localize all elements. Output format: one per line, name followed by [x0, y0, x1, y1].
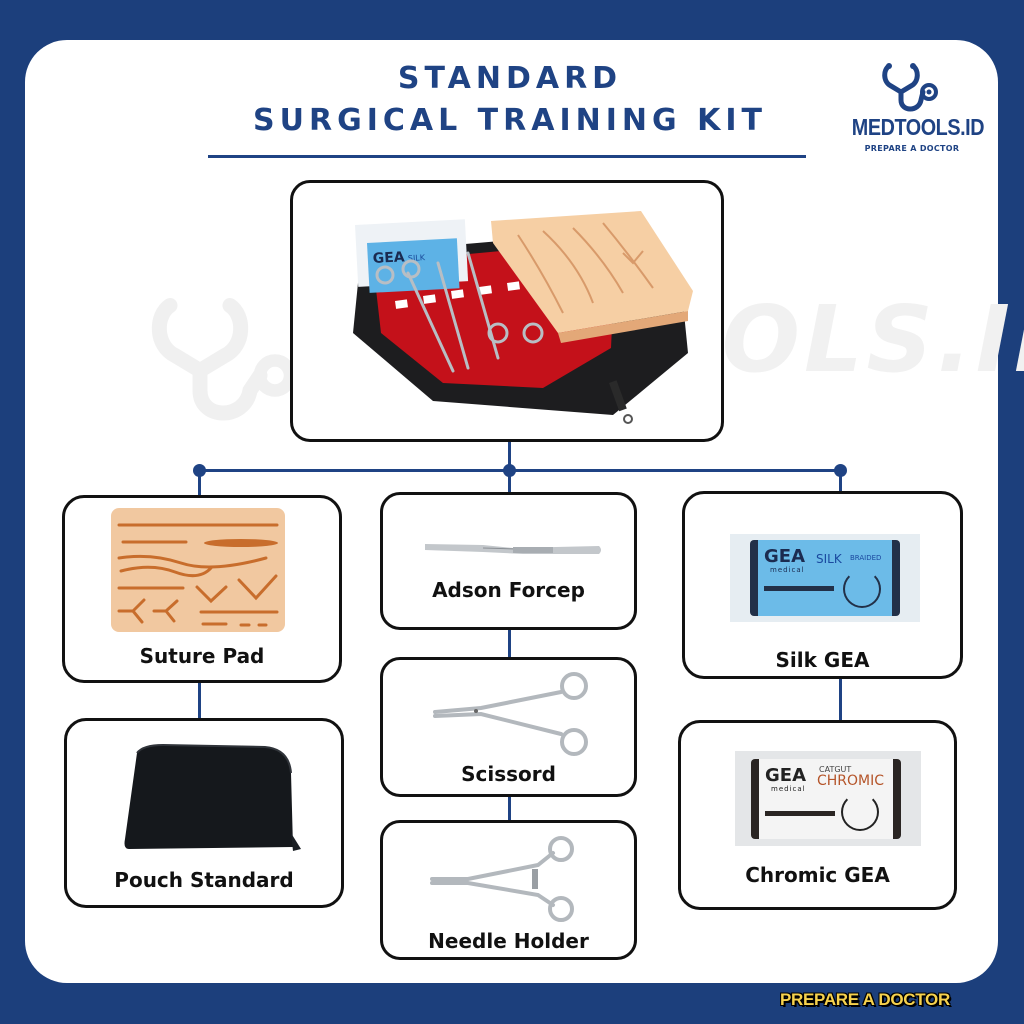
svg-text:SILK: SILK: [408, 253, 426, 263]
footer-slogan: PREPARE A DOCTOR: [780, 990, 950, 1009]
pouch-photo: [124, 743, 301, 851]
connector-center-mid: [508, 628, 511, 660]
surgical-kit-photo: GEA SILK: [353, 211, 693, 424]
chromic-gea-pack-photo: GEA medical CATGUT CHROMIC: [735, 751, 921, 846]
scissors-photo: [433, 672, 588, 756]
item-label: Adson Forcep: [432, 578, 585, 602]
brand-name: MEDTOOLS.ID: [851, 114, 985, 140]
item-label: Chromic GEA: [745, 863, 890, 887]
connector-left-lower: [198, 680, 201, 722]
item-label: Scissord: [461, 762, 556, 786]
title-line-1: STANDARD: [397, 61, 623, 96]
brand-logo: MEDTOOLS.ID PREPARE A DOCTOR: [842, 60, 985, 165]
page-title: STANDARD SURGICAL TRAINING KIT: [200, 58, 820, 142]
connector-right-lower: [839, 678, 842, 722]
connector-hero-down: [508, 440, 511, 470]
connector-right-down: [839, 470, 842, 494]
connector-dot-right: [834, 464, 847, 477]
watermark-stethoscope-icon: [151, 298, 297, 421]
item-label: Needle Holder: [428, 929, 589, 953]
svg-text:GEA: GEA: [372, 249, 405, 267]
hero-kit-box: GEA SILK: [290, 180, 724, 442]
item-label: Suture Pad: [139, 644, 265, 668]
item-box-silk-gea: GEA medical SILK BRAIDED Silk GEA: [682, 491, 963, 679]
stethoscope-icon: [882, 63, 938, 112]
brand-tagline: PREPARE A DOCTOR: [864, 144, 960, 153]
silk-gea-pack-photo: GEA medical SILK BRAIDED: [730, 534, 920, 622]
item-box-scissors: Scissord: [380, 657, 637, 797]
pack-brand: GEA: [765, 765, 807, 786]
connector-left-down: [198, 470, 201, 498]
connector-dot-left: [193, 464, 206, 477]
needle-holder-photo: [430, 836, 574, 922]
item-box-chromic-gea: GEA medical CATGUT CHROMIC Chromic GEA: [678, 720, 957, 910]
item-box-needle-holder: Needle Holder: [380, 820, 637, 960]
pack-type: CATGUT: [819, 765, 852, 774]
connector-horizontal: [199, 469, 842, 472]
connector-center-down: [508, 470, 511, 496]
pack-brand-sub: medical: [770, 566, 805, 574]
suture-pad-photo: [111, 508, 285, 632]
connector-center-lower: [508, 796, 511, 822]
item-label: Silk GEA: [775, 648, 870, 672]
adson-forcep-photo: [425, 544, 601, 554]
pack-type: SILK: [816, 552, 842, 566]
item-box-adson-forcep: Adson Forcep: [380, 492, 637, 630]
pack-type-2: BRAIDED: [850, 554, 882, 562]
item-box-pouch-standard: Pouch Standard: [64, 718, 344, 908]
item-box-suture-pad: Suture Pad: [62, 495, 342, 683]
pack-type-2: CHROMIC: [817, 773, 885, 789]
title-underline: [208, 155, 806, 158]
pack-brand-sub: medical: [771, 785, 806, 793]
item-label: Pouch Standard: [114, 868, 294, 892]
connector-dot-center: [503, 464, 516, 477]
pack-brand: GEA: [764, 546, 806, 567]
title-line-2: SURGICAL TRAINING KIT: [253, 103, 767, 138]
